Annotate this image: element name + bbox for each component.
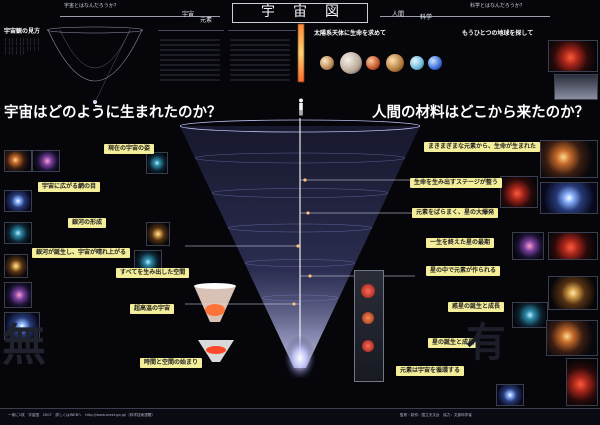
panel-title-other-earth: もうひとつの地球を探して <box>462 30 534 37</box>
blackhole-image <box>540 182 598 214</box>
left-tag-5: すべてを生み出した空間 <box>116 268 190 278</box>
left-tag-2: 宇宙に広がる網の目 <box>38 182 101 192</box>
page-title: 宇宙図 <box>232 3 368 23</box>
header-word-uchu: 宇宙 <box>182 11 195 18</box>
planet-moon <box>340 52 362 74</box>
galaxy-image-2 <box>32 150 60 172</box>
right-tag-7: 星の誕生と成長 <box>428 338 479 348</box>
top-text-block-1 <box>158 30 224 103</box>
inflation-funnel <box>198 340 234 362</box>
right-tag-3: 元素をばらまく、星の大爆発 <box>412 208 499 218</box>
solar-life-text <box>314 76 448 102</box>
exoplanet-image <box>548 40 598 72</box>
universe-view-diagram <box>46 26 144 104</box>
human-figure-icon <box>299 98 303 116</box>
left-tag-6: 超高温の宇宙 <box>130 304 175 314</box>
panel-title-universe-view: 宇宙観の見方 <box>4 28 41 35</box>
top-text-lines <box>160 39 290 81</box>
nebula-image-3 <box>512 302 548 328</box>
right-tag-2: 生命を生み出すステージが整う <box>410 178 502 188</box>
header-right-question: 科学とはなんだろうか？ <box>470 3 525 9</box>
left-tag-7: 時間と空間の始まり <box>140 358 203 368</box>
header-word-kagaku: 科学 <box>420 14 433 21</box>
right-tag-6: 惑星の誕生と成長 <box>448 302 505 312</box>
panel-title-solar-life: 太陽系天体に生命を求めて <box>314 30 387 37</box>
footer-bar: 一家に1枚 宇宙図 2007 詳しくはWEBへ http://www.mext.… <box>0 408 600 425</box>
header-left-question: 宇宙とはなんだろうか？ <box>64 3 119 9</box>
left-tag-3: 銀河の形成 <box>68 218 107 228</box>
left-tag-1: 現在の宇宙の姿 <box>104 144 155 154</box>
instrument-dial-2 <box>362 312 374 324</box>
right-tag-4: 一生を終えた星の最期 <box>426 238 495 248</box>
universe-cone-diagram <box>180 118 420 378</box>
side-word-left: 無 <box>2 320 46 371</box>
galaxy-image-4 <box>4 222 32 244</box>
planet-venus <box>320 56 334 70</box>
galaxy-image-7 <box>4 312 40 340</box>
pillar-image <box>566 358 598 406</box>
heading-universe-origin: 宇宙はどのように生まれたのか？ <box>4 104 222 121</box>
footer-left-text: 一家に1枚 宇宙図 2007 詳しくはWEBへ http://www.mext.… <box>8 413 155 417</box>
header-word-gensu: 元素 <box>200 17 213 24</box>
left-text-1 <box>60 150 144 180</box>
nebula-image-1 <box>512 232 544 260</box>
planet-uranus <box>410 56 424 70</box>
supernova-image <box>548 276 598 310</box>
galaxy-image-9 <box>146 222 170 246</box>
galaxy-image-1 <box>4 150 32 172</box>
star-birth-image <box>546 320 598 356</box>
galaxy-image-5 <box>4 254 28 278</box>
galaxy-image-8 <box>146 152 168 174</box>
right-intro-text <box>384 122 596 140</box>
header-word-ningen: 人間 <box>392 11 405 18</box>
header-rule-right <box>380 16 550 17</box>
nebula-image-2 <box>548 232 598 260</box>
galaxy-image-6 <box>4 282 32 308</box>
footer-right-text: 監修・制作：国立天文台 協力：文部科学省 <box>400 413 472 417</box>
sun-beam <box>298 24 304 82</box>
telescope-image <box>554 74 598 100</box>
left-intro-text <box>4 122 244 140</box>
star-cluster-image <box>496 384 524 406</box>
universe-view-text: ｜｜｜｜｜｜｜｜｜｜｜｜｜｜｜｜｜｜｜｜｜｜｜｜｜｜｜｜｜｜｜｜｜｜｜｜ <box>4 38 40 56</box>
planet-mars <box>366 56 380 70</box>
other-earth-text <box>462 40 544 100</box>
right-tag-5: 星の中で元素が作られる <box>426 266 501 276</box>
planet-system-image <box>500 176 538 208</box>
early-universe-funnel <box>194 283 236 322</box>
left-tag-4: 銀河が誕生し、宇宙が晴れ上がる <box>32 248 131 258</box>
instrument-dial-1 <box>361 284 375 298</box>
side-word-right: 有 <box>466 319 506 366</box>
header-rule-left <box>60 16 220 17</box>
planet-jupiter <box>386 54 404 72</box>
instrument-dial-3 <box>362 340 374 352</box>
heading-human-material: 人間の材料はどこから来たのか？ <box>372 104 590 121</box>
cell-image <box>540 140 598 178</box>
top-text-block-2 <box>228 30 296 103</box>
right-tag-8: 元素は宇宙を循環する <box>396 366 465 376</box>
galaxy-image-3 <box>4 190 32 212</box>
planet-neptune <box>428 56 442 70</box>
right-tag-1: まきまぎまな元素から、生命が生まれた <box>424 142 541 152</box>
